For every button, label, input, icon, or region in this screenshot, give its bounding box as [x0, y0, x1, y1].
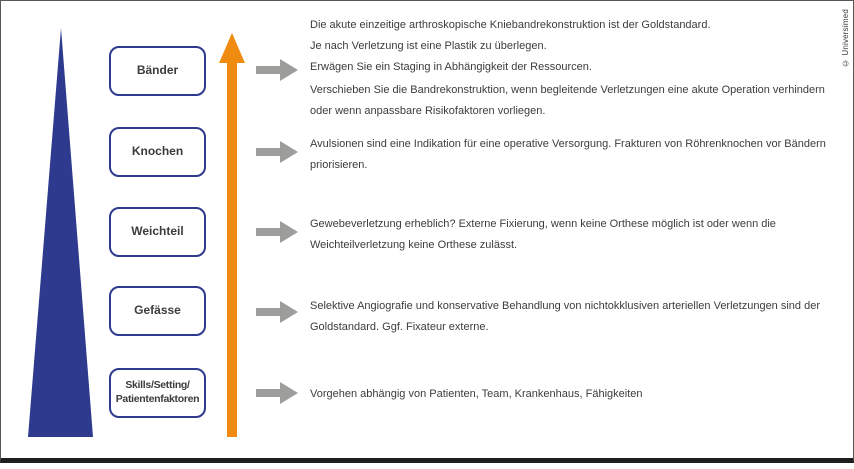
level-box-baender: Bänder [109, 46, 206, 96]
level-box-skills-setting: Skills/Setting/ Patientenfaktoren [109, 368, 206, 418]
level-box-weichteil: Weichteil [109, 207, 206, 257]
copyright-credit: © Universimed [841, 9, 850, 68]
annotation-knochen: Avulsionen sind eine Indikation für eine… [310, 138, 826, 171]
annotation-skills-setting: Vorgehen abhängig von Patienten, Team, K… [310, 388, 643, 400]
level-box-gefaesse: Gefässe [109, 286, 206, 336]
annotation-baender-4: Verschieben Sie die Bandrekonstruktion, … [310, 84, 825, 117]
right-arrow-icon [256, 221, 298, 243]
annotation-baender-2: Je nach Verletzung ist eine Plastik zu ü… [310, 40, 547, 52]
right-arrow-icon [256, 301, 298, 323]
priority-pyramid-triangle [28, 28, 93, 437]
right-arrow-icon [256, 141, 298, 163]
annotation-gefaesse: Selektive Angiografie und konservative B… [310, 300, 820, 333]
annotation-baender-3: Erwägen Sie ein Staging in Abhängigkeit … [310, 61, 592, 73]
level-box-knochen: Knochen [109, 127, 206, 177]
annotation-weichteil: Gewebeverletzung erheblich? Externe Fixi… [310, 218, 776, 251]
right-arrow-icon [256, 59, 298, 81]
upward-priority-arrow [219, 33, 245, 437]
right-arrow-icon [256, 382, 298, 404]
annotation-baender-1: Die akute einzeitige arthroskopische Kni… [310, 19, 711, 31]
pyramid-shapes [28, 28, 245, 437]
